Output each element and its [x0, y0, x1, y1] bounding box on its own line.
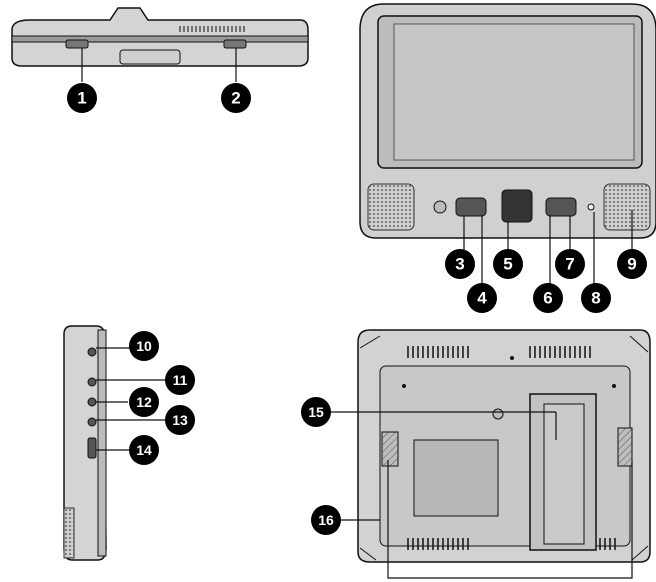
back-view	[330, 330, 650, 578]
svg-text:8: 8	[591, 289, 600, 308]
back-label-area	[414, 440, 498, 516]
svg-text:11: 11	[173, 372, 188, 388]
front-view	[360, 4, 656, 284]
svg-text:5: 5	[503, 255, 512, 274]
top-right-switch	[224, 40, 246, 48]
svg-text:16: 16	[318, 512, 334, 528]
svg-text:12: 12	[136, 394, 152, 410]
svg-text:14: 14	[136, 442, 152, 458]
back-left-latch	[382, 432, 398, 466]
top-view	[12, 8, 308, 82]
callout-14: 14	[129, 435, 159, 465]
front-right-button	[546, 198, 576, 216]
side-port-13	[88, 418, 96, 426]
callout-5: 5	[493, 249, 523, 279]
svg-text:15: 15	[308, 404, 324, 420]
callout-13: 13	[165, 405, 195, 435]
front-sensor	[434, 201, 446, 213]
callout-4: 4	[467, 283, 497, 313]
callout-12: 12	[129, 387, 159, 417]
front-indicator	[588, 204, 594, 210]
right-speaker-grille	[604, 184, 650, 230]
callout-9: 9	[617, 249, 647, 279]
callout-16: 16	[311, 505, 341, 535]
svg-text:9: 9	[627, 255, 636, 274]
callout-3: 3	[445, 249, 475, 279]
callout-6: 6	[533, 283, 563, 313]
callout-11: 11	[165, 365, 195, 395]
callout-7: 7	[555, 249, 585, 279]
side-port-12	[88, 398, 96, 406]
front-center-control	[502, 190, 532, 222]
svg-text:4: 4	[477, 289, 487, 308]
svg-text:6: 6	[543, 289, 552, 308]
svg-text:7: 7	[565, 255, 574, 274]
svg-text:10: 10	[136, 338, 152, 354]
side-port-11	[88, 378, 96, 386]
side-port-10	[88, 348, 96, 356]
back-right-latch	[618, 428, 632, 466]
callout-10: 10	[129, 331, 159, 361]
callout-15: 15	[301, 397, 331, 427]
left-speaker-grille	[368, 184, 414, 230]
svg-text:2: 2	[231, 89, 240, 108]
callout-8: 8	[581, 283, 611, 313]
side-port-14	[88, 438, 96, 458]
top-left-switch	[66, 40, 88, 48]
callout-2: 2	[221, 83, 251, 113]
front-left-button	[456, 198, 486, 216]
svg-text:13: 13	[172, 412, 188, 428]
svg-text:3: 3	[455, 255, 464, 274]
callout-1: 1	[67, 83, 97, 113]
svg-text:1: 1	[77, 89, 86, 108]
